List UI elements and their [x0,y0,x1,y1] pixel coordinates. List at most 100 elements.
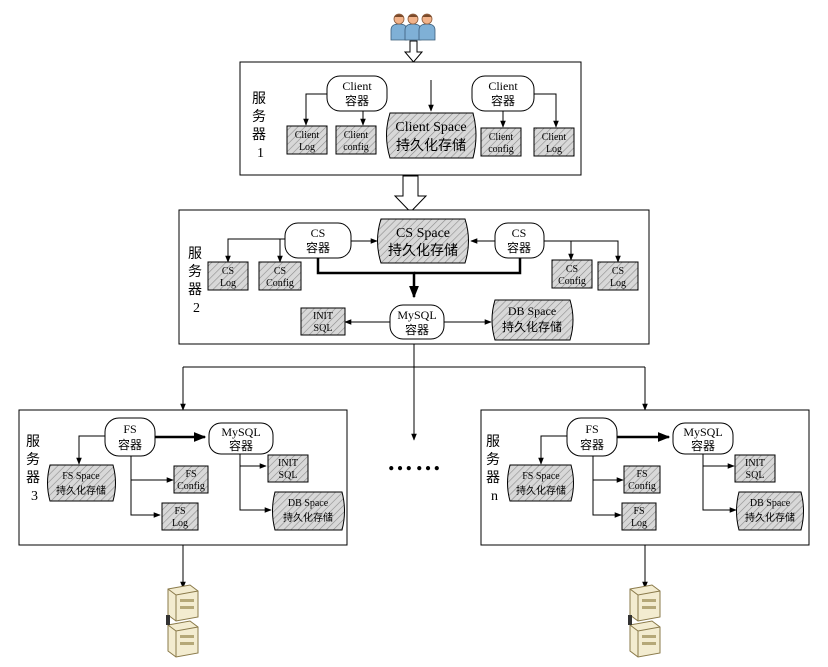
svg-text:服: 服 [26,435,40,450]
client-config-left: Client config [335,125,377,155]
svg-text:MySQL: MySQL [221,425,260,439]
svg-text:容器: 容器 [691,438,715,453]
cs-config-right: CS Config [551,259,593,289]
svg-text:Log: Log [610,278,626,289]
server-2: 服 务 器 2 CS 容器 CS Space 持久化存储 [178,209,650,345]
svg-text:持久化存储: 持久化存储 [745,511,795,524]
svg-text:config: config [488,144,514,155]
server-stack-icon-left [166,584,199,658]
svg-text:FS: FS [585,422,598,436]
svg-text:容器: 容器 [405,322,429,337]
cs-config-left: CS Config [258,261,302,291]
svg-text:CS: CS [566,264,578,275]
svg-text:MySQL: MySQL [683,425,722,439]
cs-container-right: CS 容器 [494,222,545,259]
db-space-storage: DB Space 持久化存储 [272,491,345,531]
svg-text:Log: Log [172,518,188,529]
svg-text:容器: 容器 [306,240,330,255]
fs-log: FS Log [161,502,199,531]
server-2-label: 服 务 器 2 [188,247,202,316]
users-icon [390,13,436,41]
client-container-left: Client 容器 [326,75,388,112]
svg-text:容器: 容器 [345,93,369,108]
svg-text:CS: CS [222,266,234,277]
svg-text:DB Space: DB Space [288,498,329,509]
client-container-right: Client 容器 [471,75,535,112]
svg-text:持久化存储: 持久化存储 [56,484,106,497]
cs-log-left: CS Log [207,261,249,291]
svg-text:器: 器 [26,471,40,486]
fs-container: FS 容器 [104,417,156,457]
svg-text:MySQL: MySQL [397,308,436,322]
svg-text:Log: Log [631,518,647,529]
distribution-lines [180,344,648,441]
svg-text:FS Space: FS Space [522,471,560,482]
svg-text:Client: Client [488,79,518,93]
svg-text:Log: Log [299,142,315,153]
svg-text:INIT: INIT [313,311,333,322]
svg-text:FS Space: FS Space [62,471,100,482]
svg-text:DB Space: DB Space [508,304,556,318]
svg-text:持久化存储: 持久化存储 [283,511,333,524]
svg-text:FS: FS [633,506,644,517]
server-3-label: 服 务 器 3 [26,435,40,504]
svg-text:务: 务 [252,109,266,125]
fs-container: FS 容器 [566,417,618,457]
svg-text:容器: 容器 [507,240,531,255]
server-stack-icon [628,584,661,658]
svg-text:务: 务 [486,452,500,468]
svg-text:DB Space: DB Space [750,498,791,509]
svg-text:Client: Client [295,130,320,141]
mysql-container: MySQL 容器 [208,422,274,455]
svg-text:Config: Config [558,276,586,287]
svg-text:务: 务 [188,264,202,280]
svg-text:Client: Client [542,132,567,143]
svg-text:SQL: SQL [279,470,298,481]
client-space-storage: Client Space 持久化存储 [386,112,477,159]
svg-text:INIT: INIT [278,458,298,469]
svg-text:Config: Config [266,278,294,289]
cs-space-storage: CS Space 持久化存储 [377,218,469,264]
svg-text:config: config [343,142,369,153]
fs-log: FS Log [621,502,657,531]
svg-text:器: 器 [486,471,500,486]
svg-text:CS: CS [274,266,286,277]
svg-text:SQL: SQL [746,470,765,481]
svg-text:Client: Client [344,130,369,141]
server-1-label: 服 务 器 1 [252,92,266,161]
init-sql: INIT SQL [267,454,309,483]
client-config-right: Client config [480,127,522,157]
fs-config: FS Config [173,465,209,494]
fs-space-storage: FS Space 持久化存储 [47,464,116,502]
svg-text:Log: Log [220,278,236,289]
svg-text:Config: Config [177,481,205,492]
svg-text:SQL: SQL [314,323,333,334]
client-log-left: Client Log [286,125,328,155]
svg-text:服: 服 [188,247,202,262]
svg-text:2: 2 [193,301,200,316]
svg-text:n: n [491,489,498,504]
hollow-arrow-icon [403,40,424,63]
svg-text:容器: 容器 [491,93,515,108]
svg-text:务: 务 [26,452,40,468]
svg-text:持久化存储: 持久化存储 [502,319,562,334]
hollow-arrow-icon [393,175,428,213]
server-3: 服 务 器 3 FS 容器 MySQL 容器 FS Space 持久化存储 FS [18,409,348,546]
init-sql: INIT SQL [300,307,346,336]
svg-text:CS Space: CS Space [396,226,450,241]
svg-text:INIT: INIT [745,458,765,469]
svg-text:持久化存储: 持久化存储 [516,484,566,497]
svg-text:Log: Log [546,144,562,155]
cs-log-right: CS Log [597,261,639,291]
db-space-storage: DB Space 持久化存储 [736,491,804,531]
server-1: 服 务 器 1 Client 容器 Client 容器 Client Log [239,61,582,176]
client-log-right: Client Log [533,127,575,157]
svg-text:1: 1 [257,146,264,161]
init-sql: INIT SQL [734,454,776,483]
svg-text:容器: 容器 [118,437,142,452]
server-n-label: 服 务 器 n [486,435,500,504]
svg-text:CS: CS [512,226,527,240]
mysql-container: MySQL 容器 [672,422,734,455]
server-stack-icon [166,584,199,658]
